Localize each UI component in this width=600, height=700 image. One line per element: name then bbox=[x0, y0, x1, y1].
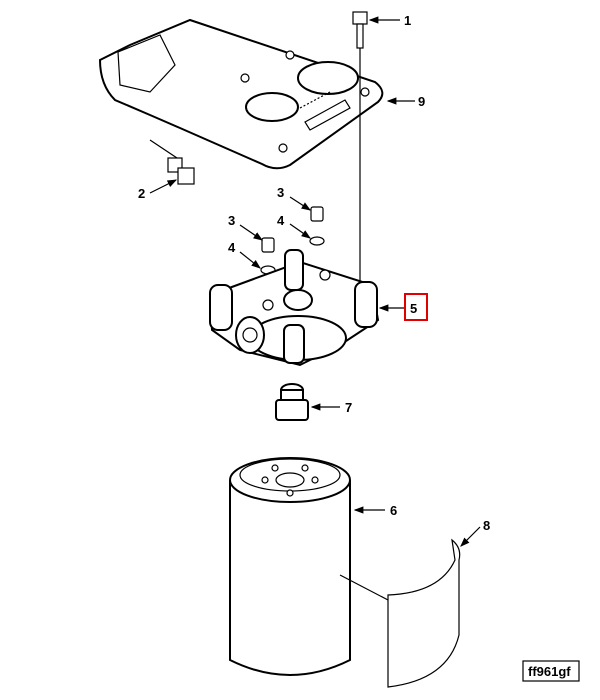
callout-4-left: 4 bbox=[228, 240, 236, 255]
bolt-1: 1 bbox=[352, 11, 411, 290]
callout-7: 7 bbox=[345, 400, 352, 415]
callout-2: 2 bbox=[138, 186, 145, 201]
figure-id: ff961gf bbox=[528, 664, 571, 679]
filter-head bbox=[208, 249, 380, 367]
callout-9: 9 bbox=[418, 94, 425, 109]
figure-id-box bbox=[522, 660, 580, 682]
callout-6: 6 bbox=[390, 503, 397, 518]
plug-and-seal-left: 3 4 bbox=[228, 213, 276, 275]
highlight-box-5 bbox=[404, 293, 428, 321]
bolt-2: 2 bbox=[138, 139, 195, 201]
callout-8: 8 bbox=[483, 518, 490, 533]
callout-5: 5 bbox=[410, 301, 417, 316]
plug-and-seal-right: 3 4 bbox=[277, 185, 325, 246]
callout-1: 1 bbox=[404, 13, 411, 28]
filter-wrap-sheet: 8 bbox=[387, 518, 490, 688]
callout-4-right: 4 bbox=[277, 213, 285, 228]
threaded-nipple: 7 bbox=[275, 383, 352, 421]
fuel-filter: 6 bbox=[229, 457, 397, 676]
callout-3-right: 3 bbox=[277, 185, 284, 200]
mounting-bracket bbox=[98, 18, 384, 170]
callout-3-left: 3 bbox=[228, 213, 235, 228]
